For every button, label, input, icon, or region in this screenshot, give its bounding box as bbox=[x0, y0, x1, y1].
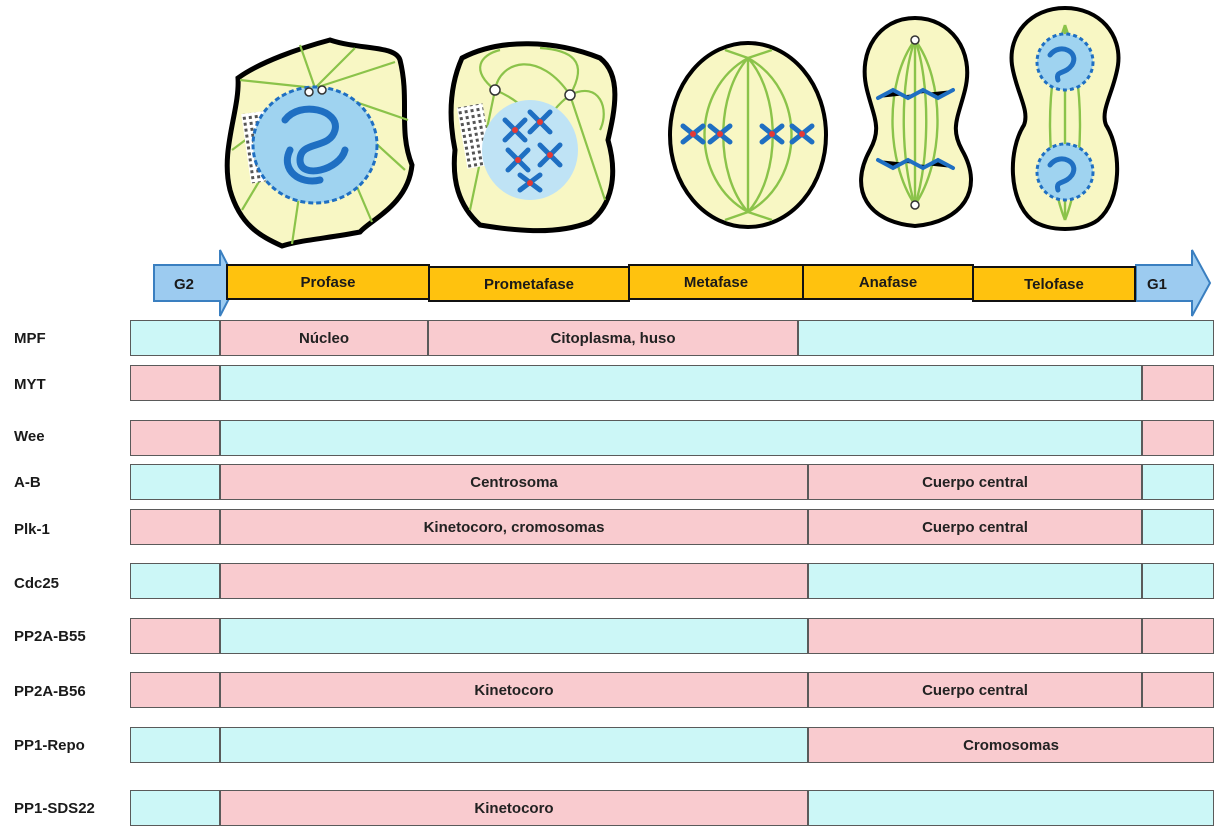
row-label: Plk-1 bbox=[14, 521, 50, 538]
row-label: PP2A-B56 bbox=[14, 683, 86, 700]
activity-segment bbox=[130, 420, 220, 456]
phase-telofase-label: Telofase bbox=[1024, 276, 1084, 293]
row-label: Wee bbox=[14, 428, 45, 445]
segment-location-label: Kinetocoro bbox=[474, 800, 553, 817]
segment-location-label: Núcleo bbox=[299, 330, 349, 347]
segment-location-label: Centrosoma bbox=[470, 474, 558, 491]
activity-segment bbox=[220, 563, 808, 599]
activity-segment bbox=[1142, 509, 1214, 545]
row-label: MYT bbox=[14, 376, 46, 393]
activity-segment bbox=[1142, 563, 1214, 599]
g2-arrow bbox=[154, 250, 237, 316]
phase-metafase-label: Metafase bbox=[684, 274, 748, 291]
activity-segment bbox=[130, 509, 220, 545]
activity-segment bbox=[808, 563, 1142, 599]
activity-segment bbox=[220, 365, 1142, 401]
row-label: A-B bbox=[14, 474, 41, 491]
phase-profase-label: Profase bbox=[300, 274, 355, 291]
row-label: MPF bbox=[14, 330, 46, 347]
segment-location-label: Cuerpo central bbox=[922, 682, 1028, 699]
row-label: PP2A-B55 bbox=[14, 628, 86, 645]
segment-location-label: Cromosomas bbox=[963, 737, 1059, 754]
activity-segment: Kinetocoro, cromosomas bbox=[220, 509, 808, 545]
activity-segment: Cuerpo central bbox=[808, 509, 1142, 545]
activity-segment bbox=[130, 727, 220, 763]
activity-segment: Citoplasma, huso bbox=[428, 320, 798, 356]
phase-prometafase: Prometafase bbox=[428, 266, 630, 302]
activity-segment bbox=[130, 563, 220, 599]
segment-location-label: Cuerpo central bbox=[922, 474, 1028, 491]
activity-segment: Cromosomas bbox=[808, 727, 1214, 763]
activity-segment bbox=[1142, 365, 1214, 401]
activity-segment bbox=[220, 727, 808, 763]
phase-label-g1: G1 bbox=[1147, 276, 1167, 293]
activity-segment bbox=[1142, 672, 1214, 708]
phase-prometafase-label: Prometafase bbox=[484, 276, 574, 293]
activity-segment bbox=[220, 420, 1142, 456]
phase-anafase: Anafase bbox=[802, 264, 974, 300]
activity-segment bbox=[130, 618, 220, 654]
segment-location-label: Kinetocoro, cromosomas bbox=[424, 519, 605, 536]
activity-segment bbox=[798, 320, 1214, 356]
activity-segment: Cuerpo central bbox=[808, 464, 1142, 500]
phase-profase: Profase bbox=[226, 264, 430, 300]
segment-location-label: Cuerpo central bbox=[922, 519, 1028, 536]
row-label: Cdc25 bbox=[14, 575, 59, 592]
segment-location-label: Kinetocoro bbox=[474, 682, 553, 699]
activity-segment bbox=[1142, 420, 1214, 456]
activity-segment bbox=[220, 618, 808, 654]
phase-telofase: Telofase bbox=[972, 266, 1136, 302]
row-label: PP1-SDS22 bbox=[14, 800, 95, 817]
phase-label-g2: G2 bbox=[174, 276, 194, 293]
activity-segment: Cuerpo central bbox=[808, 672, 1142, 708]
activity-segment bbox=[130, 790, 220, 826]
activity-segment bbox=[130, 365, 220, 401]
phase-anafase-label: Anafase bbox=[859, 274, 917, 291]
activity-segment bbox=[130, 464, 220, 500]
activity-segment bbox=[808, 618, 1142, 654]
activity-segment bbox=[130, 320, 220, 356]
activity-segment bbox=[1142, 618, 1214, 654]
activity-segment bbox=[1142, 464, 1214, 500]
segment-location-label: Citoplasma, huso bbox=[550, 330, 675, 347]
activity-segment: Centrosoma bbox=[220, 464, 808, 500]
activity-segment: Núcleo bbox=[220, 320, 428, 356]
row-label: PP1-Repo bbox=[14, 737, 85, 754]
activity-segment: Kinetocoro bbox=[220, 672, 808, 708]
activity-segment bbox=[130, 672, 220, 708]
phase-metafase: Metafase bbox=[628, 264, 804, 300]
activity-segment bbox=[808, 790, 1214, 826]
activity-segment: Kinetocoro bbox=[220, 790, 808, 826]
